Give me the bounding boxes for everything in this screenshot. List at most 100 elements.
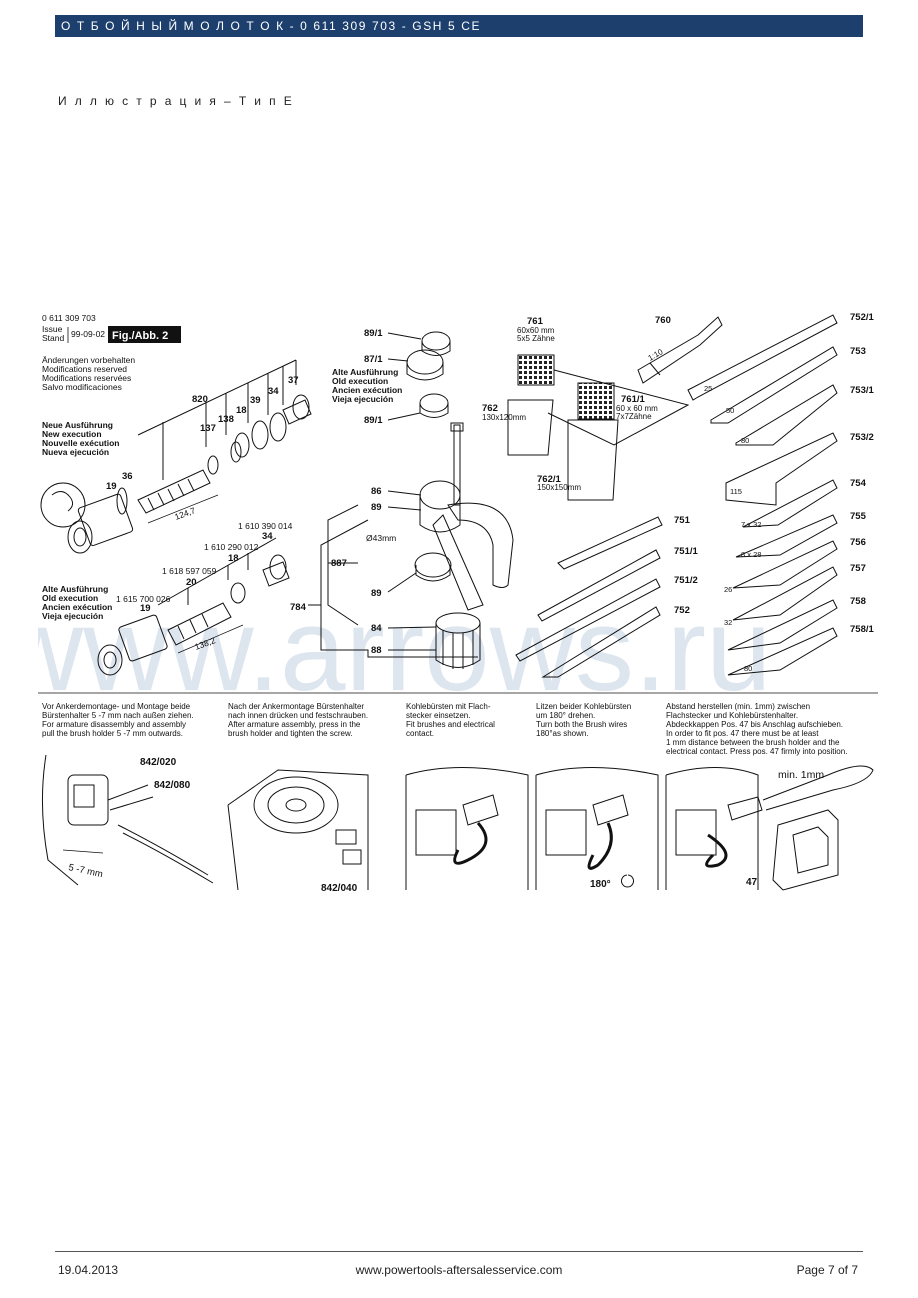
label-34a: 34 <box>268 386 279 397</box>
step5-line4: In order to fit pos. 47 there must be at… <box>666 729 819 738</box>
label-7611: 761/1 <box>621 394 645 405</box>
step5-line3: Abdeckkappen Pos. 47 bis Anschlag aufsch… <box>666 720 843 729</box>
issue-date: 99-09-02 <box>71 329 105 339</box>
exploded-view-drawing: www.arrows.ru 0 611 309 703 Issue Stand … <box>38 312 878 894</box>
step3-line2: stecker einsetzen. <box>406 711 470 720</box>
dim-7611-size: 60 x 60 mm <box>616 404 658 413</box>
label-753: 753 <box>850 346 866 357</box>
new-execution-es: Nueva ejecución <box>42 447 109 457</box>
ratio-label: 1:10 <box>647 347 665 363</box>
step4-label-180: 180° <box>590 879 611 890</box>
dia-43: Ø43mm <box>366 533 396 543</box>
new-execution-en: New execution <box>42 429 102 439</box>
step2-line2: nach innen drücken und festschrauben. <box>228 711 368 720</box>
label-34b: 34 <box>262 531 273 542</box>
label-7581: 758/1 <box>850 624 874 635</box>
label-820: 820 <box>192 394 208 405</box>
label-7531: 753/1 <box>850 385 874 396</box>
step1-label-080: 842/080 <box>154 780 191 791</box>
width-50: 50 <box>726 406 734 415</box>
label-7511: 751/1 <box>674 546 698 557</box>
step2-line4: brush holder and tighten the screw. <box>228 729 353 738</box>
label-137: 137 <box>200 423 216 434</box>
stand-label: Stand <box>42 333 64 343</box>
new-execution-fr: Nouvelle exécution <box>42 438 119 448</box>
issue-label: Issue <box>42 324 63 334</box>
step4-line4: 180°as shown. <box>536 729 589 738</box>
label-84: 84 <box>371 623 382 634</box>
illustration-subtitle: И л л ю с т р а ц и я – Т и п Е <box>58 94 295 108</box>
step1-line4: pull the brush holder 5 -7 mm outwards. <box>42 729 183 738</box>
step1-line2: Bürstenhalter 5 -7 mm nach außen ziehen. <box>42 711 194 720</box>
label-88: 88 <box>371 645 382 656</box>
step4-line2: um 180° drehen. <box>536 711 595 720</box>
label-89a: 89 <box>371 502 382 513</box>
label-86: 86 <box>371 486 382 497</box>
step4-line3: Turn both the Brush wires <box>536 720 627 729</box>
old-execution-left-en: Old execution <box>42 593 98 603</box>
tooth-7x32: 7 x 32 <box>741 520 761 529</box>
label-761: 761 <box>527 316 544 327</box>
old-execution-left-fr: Ancien exécution <box>42 602 112 612</box>
width-80b: 80 <box>744 664 752 673</box>
step5-label-47: 47 <box>746 877 758 888</box>
footer-date: 19.04.2013 <box>58 1263 119 1277</box>
dim-7611-teeth: 7x7Zähne <box>616 412 652 421</box>
dim-761-teeth: 5x5 Zähne <box>517 334 555 343</box>
code-597: 1 618 597 059 <box>162 566 217 576</box>
step1-line3: For armature disassembly and assembly <box>42 720 186 729</box>
width-32: 32 <box>724 618 732 627</box>
label-752: 752 <box>674 605 690 616</box>
label-758: 758 <box>850 596 866 607</box>
code-700: 1 615 700 026 <box>116 594 171 604</box>
label-89b: 89 <box>371 588 382 599</box>
old-execution-mid-es: Vieja ejecución <box>332 394 393 404</box>
dim-762: 130x120mm <box>482 413 526 422</box>
document-title: О Т Б О Й Н Ы Й М О Л О Т О К - 0 611 30… <box>61 19 482 33</box>
label-760: 760 <box>655 315 671 326</box>
step2-line3: After armature assembly, press in the <box>228 720 361 729</box>
step3-line1: Kohlebürsten mit Flach- <box>406 702 491 711</box>
step1-line1: Vor Ankerdemontage- und Montage beide <box>42 702 191 711</box>
step2-label-040: 842/040 <box>321 883 358 894</box>
step5-line6: electrical contact. Press pos. 47 firmly… <box>666 747 847 756</box>
tooth-8x28: 8 x 28 <box>741 550 761 559</box>
footer-url[interactable]: www.powertools-aftersalesservice.com <box>355 1263 563 1277</box>
old-execution-left-de: Alte Ausführung <box>42 584 108 594</box>
dim-7621: 150x150mm <box>537 483 581 492</box>
step5-line1: Abstand herstellen (min. 1mm) zwischen <box>666 702 810 711</box>
step5-line2: Flachstecker und Kohlebürstenhalter. <box>666 711 798 720</box>
width-115: 115 <box>730 487 742 496</box>
old-execution-mid-fr: Ancien exécution <box>332 385 402 395</box>
label-7521: 752/1 <box>850 312 874 323</box>
step1-dim: 5 -7 mm <box>67 862 103 880</box>
label-37: 37 <box>288 375 299 386</box>
footer-page-number: Page 7 of 7 <box>796 1263 858 1277</box>
document-header-bar: О Т Б О Й Н Ы Й М О Л О Т О К - 0 611 30… <box>55 15 863 37</box>
label-757: 757 <box>850 563 866 574</box>
label-871: 87/1 <box>364 354 383 365</box>
label-39: 39 <box>250 395 261 406</box>
step4-line1: Litzen beider Kohlebürsten <box>536 702 631 711</box>
label-755: 755 <box>850 511 867 522</box>
dim-761-size: 60x60 mm <box>517 326 555 335</box>
label-7532: 753/2 <box>850 432 874 443</box>
step3-line4: contact. <box>406 729 434 738</box>
label-20: 20 <box>186 577 197 588</box>
parts-illustration: www.arrows.ru 0 611 309 703 Issue Stand … <box>38 305 878 900</box>
width-80: 80 <box>741 436 749 445</box>
changes-notice-de: Änderungen vorbehalten <box>42 355 135 365</box>
label-18a: 18 <box>236 405 247 416</box>
width-25: 25 <box>704 384 712 393</box>
old-execution-mid-en: Old execution <box>332 376 388 386</box>
label-19a: 19 <box>106 481 117 492</box>
width-26: 26 <box>724 585 732 594</box>
label-756: 756 <box>850 537 866 548</box>
label-7512: 751/2 <box>674 575 698 586</box>
step1-label-020: 842/020 <box>140 757 177 768</box>
new-execution-de: Neue Ausführung <box>42 420 113 430</box>
changes-notice-es: Salvo modificaciones <box>42 382 122 392</box>
changes-notice-en: Modifications reserved <box>42 364 127 374</box>
label-138: 138 <box>218 414 234 425</box>
label-36: 36 <box>122 471 133 482</box>
